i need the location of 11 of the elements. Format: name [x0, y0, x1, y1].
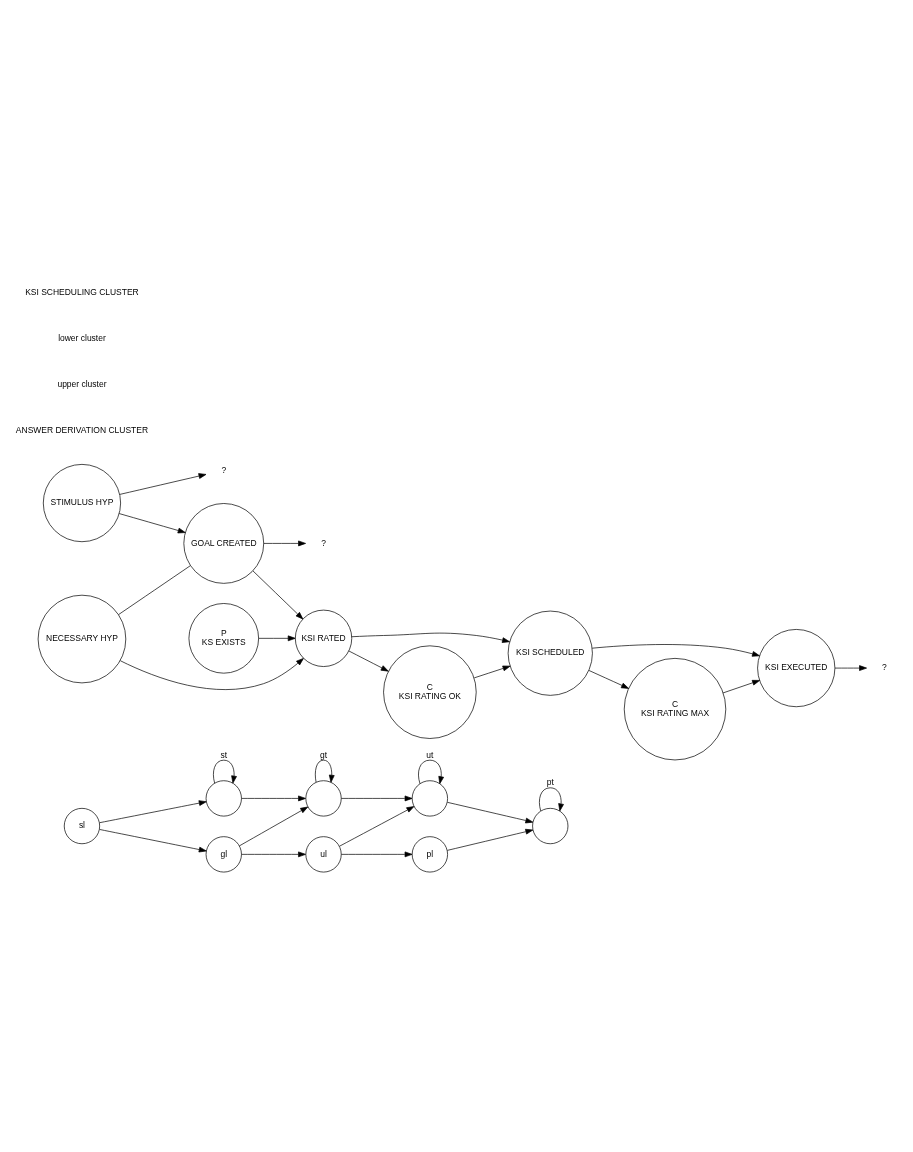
label: ANSWER DERIVATION CLUSTER [15, 424, 148, 435]
edge-label: pt [546, 777, 554, 788]
edge-label: gt [319, 749, 327, 760]
node-text: ? [881, 662, 887, 673]
node-text: ? [220, 464, 226, 475]
node-text: ? [320, 537, 326, 548]
edge-label: ut [425, 749, 433, 760]
edge-label: st [219, 749, 227, 760]
label: lower cluster [57, 332, 106, 343]
label: KSI SCHEDULING CLUSTER [24, 286, 139, 297]
label: upper cluster [56, 378, 106, 389]
